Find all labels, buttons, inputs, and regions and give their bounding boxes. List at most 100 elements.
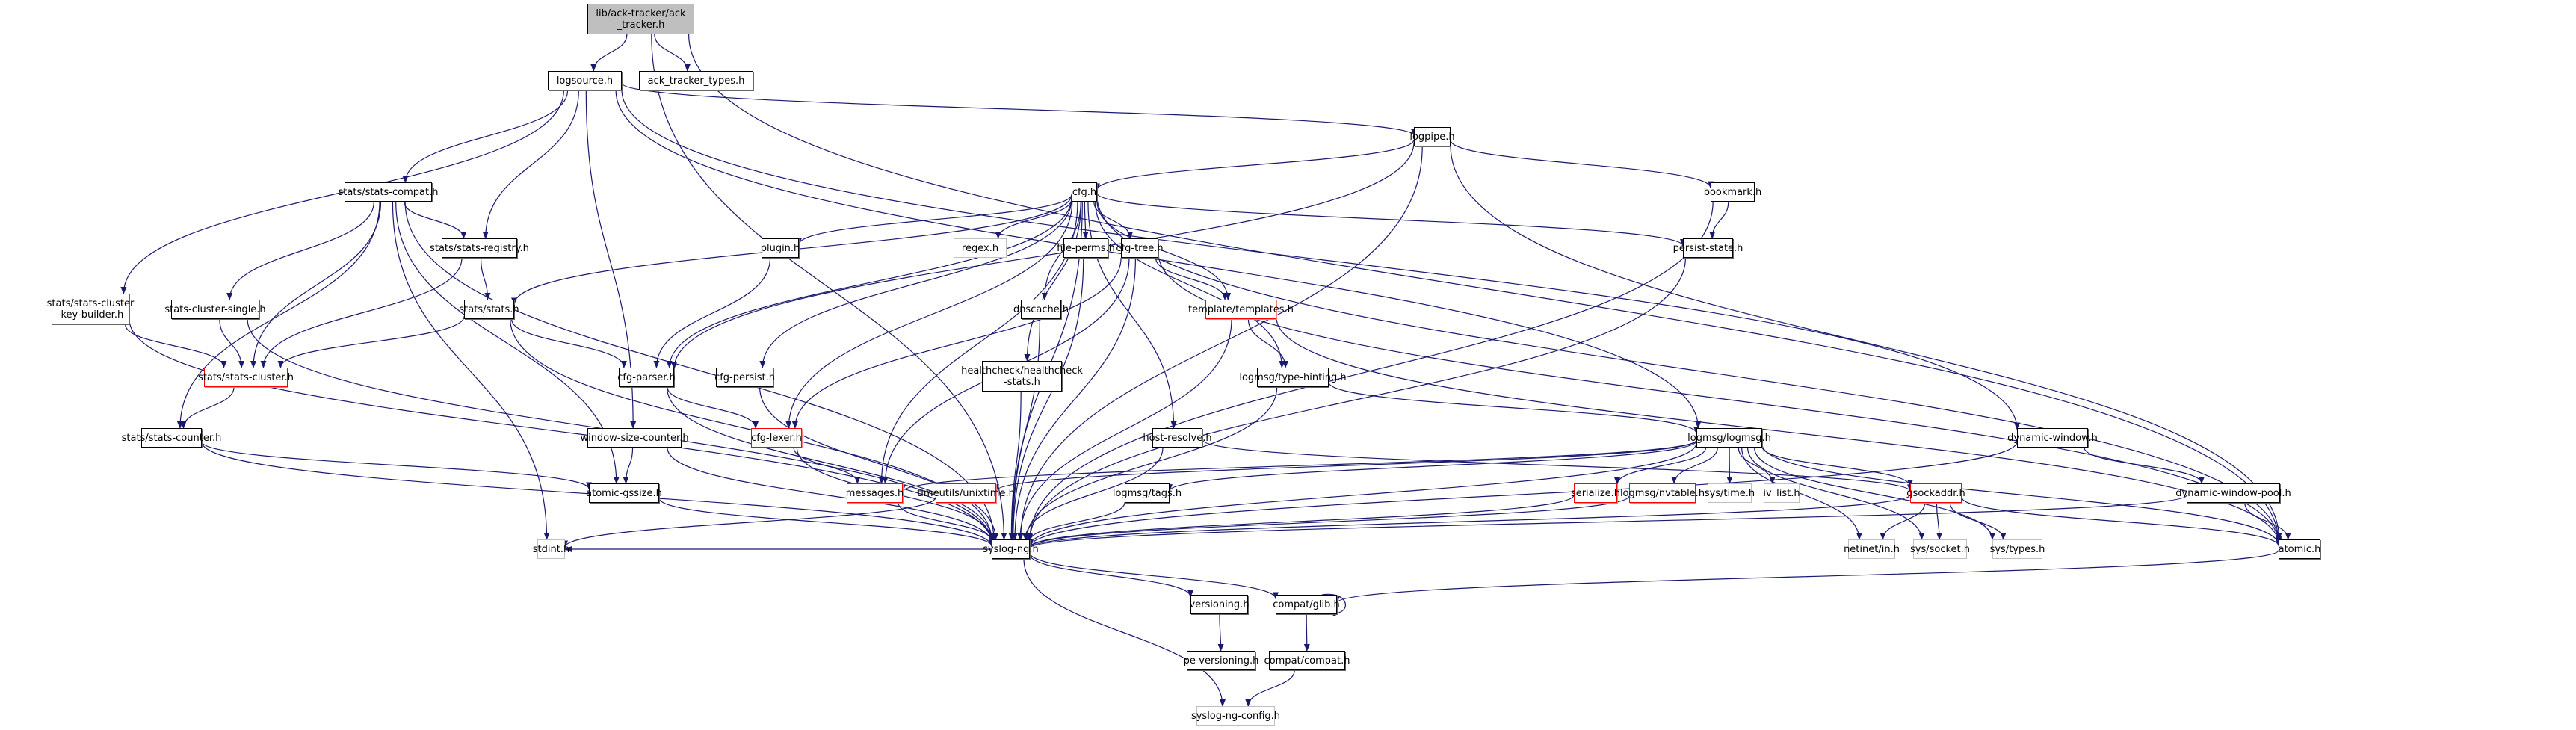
- node-regex: regex.h: [954, 238, 1007, 258]
- node-cfg-tree[interactable]: cfg-tree.h: [1116, 238, 1164, 258]
- node-config: syslog-ng-config.h: [1191, 706, 1280, 726]
- edge-stats-registry-to-stats-cluster: [260, 257, 463, 368]
- node-unixtime[interactable]: timeutils/unixtime.h: [917, 483, 1015, 503]
- edge-ack-tracker-to-ack-tracker-types: [654, 34, 691, 72]
- edge-cfg-to-dnscache: [1041, 201, 1081, 300]
- node-cluster-single[interactable]: stats-cluster-single.h: [164, 300, 266, 319]
- edge-compat-compat-to-config: [1245, 669, 1295, 707]
- edge-cfg-persist-to-syslog-ng: [759, 386, 999, 540]
- edge-host-resolve-to-gsockaddr: [1202, 439, 1913, 492]
- node-compat-compat[interactable]: compat/compat.h: [1264, 651, 1350, 670]
- edge-key-builder-to-stats-cluster: [125, 324, 227, 368]
- node-plugin[interactable]: plugin.h: [761, 238, 800, 258]
- node-cfg-parser[interactable]: cfg-parser.h: [617, 368, 676, 387]
- node-window-size[interactable]: window-size-counter.h: [580, 428, 689, 448]
- edge-cfg-parser-to-syslog-ng: [666, 386, 995, 541]
- node-cfg-lexer[interactable]: cfg-lexer.h: [751, 428, 802, 448]
- node-dynamic-window[interactable]: dynamic-window.h: [2007, 428, 2098, 448]
- node-stats-registry[interactable]: stats/stats-registry.h: [430, 238, 529, 258]
- node-dw-pool[interactable]: dynamic-window-pool.h: [2175, 483, 2291, 503]
- edge-logmsg-to-tags: [1167, 440, 1697, 492]
- node-iv-list: iv_list.h: [1763, 483, 1800, 503]
- edge-stats-counter-to-atomic-gssize: [201, 441, 592, 490]
- node-bookmark[interactable]: bookmark.h: [1704, 182, 1761, 202]
- edge-stats-cluster-to-stats-counter: [180, 386, 235, 429]
- edge-cfg-to-atomic: [1096, 195, 2282, 544]
- node-atomic-gssize[interactable]: atomic-gssize.h: [586, 483, 662, 503]
- edge-healthcheck-to-syslog-ng: [1008, 391, 1022, 540]
- edge-cfg-to-healthcheck: [1024, 201, 1082, 362]
- node-nvtable[interactable]: logmsg/nvtable.h: [1620, 483, 1705, 503]
- edge-dynamic-window-to-syslog-ng: [1027, 442, 2018, 548]
- node-templates[interactable]: template/templates.h: [1188, 300, 1294, 319]
- edge-logpipe-to-syslog-ng: [1017, 146, 1423, 540]
- edge-window-size-to-atomic-gssize: [623, 447, 634, 484]
- edge-bookmark-to-persist-state: [1709, 201, 1729, 239]
- edge-stats-registry-to-stats-stats: [480, 257, 491, 300]
- edge-logsource-to-logmsg: [615, 90, 1702, 429]
- node-host-resolve[interactable]: host-resolve.h: [1143, 428, 1212, 448]
- node-compat-glib[interactable]: compat/glib.h: [1273, 595, 1340, 614]
- edge-ack-tracker-to-logsource: [590, 34, 628, 72]
- node-logpipe[interactable]: logpipe.h: [1409, 127, 1455, 146]
- edge-tags-to-syslog-ng: [1027, 502, 1125, 542]
- edge-logmsg-to-sys-types: [1754, 447, 1995, 541]
- edge-stats-compat-to-stats-counter: [176, 201, 380, 429]
- edge-dnscache-to-syslog-ng: [1009, 318, 1040, 540]
- edge-dw-pool-to-atomic: [2244, 502, 2291, 540]
- edge-persist-state-to-syslog-ng: [1027, 257, 1686, 542]
- node-ack-tracker-types[interactable]: ack_tracker_types.h: [639, 71, 753, 90]
- node-stats-stats[interactable]: stats/stats.h: [459, 300, 519, 319]
- node-tags[interactable]: logmsg/tags.h: [1113, 483, 1182, 503]
- node-messages[interactable]: messages.h: [846, 483, 904, 503]
- node-pe-versioning[interactable]: pe-versioning.h: [1184, 651, 1258, 670]
- edge-cfg-to-regex: [995, 199, 1072, 239]
- edge-nvtable-to-syslog-ng: [1027, 495, 1630, 548]
- edge-bookmark-to-syslog-ng: [1027, 201, 1714, 541]
- node-file-perms[interactable]: file-perms.h: [1057, 238, 1115, 258]
- edge-stats-compat-to-stats-registry: [404, 201, 467, 239]
- node-logmsg[interactable]: logmsg/logmsg.h: [1687, 428, 1771, 448]
- edge-logmsg-to-iv-list: [1738, 447, 1776, 484]
- edge-cfg-to-cfg-lexer: [785, 201, 1073, 429]
- node-cfg[interactable]: cfg.h: [1072, 182, 1097, 202]
- edge-cfg-to-cfg-tree: [1093, 201, 1134, 239]
- edge-logmsg-to-netinet: [1741, 447, 1862, 540]
- node-stdint: stdint.h: [533, 539, 569, 559]
- edge-logpipe-to-cfg: [1094, 139, 1415, 191]
- edge-logsource-to-dynamic-window: [621, 90, 2020, 430]
- edge-ack-tracker-to-syslog-ng: [651, 34, 1007, 540]
- edge-gsockaddr-to-atomic: [1961, 497, 2282, 547]
- node-stats-cluster[interactable]: stats/stats-cluster.h: [198, 368, 294, 387]
- edge-gsockaddr-to-syslog-ng: [1027, 494, 1911, 549]
- node-persist-state[interactable]: persist-state.h: [1673, 238, 1743, 258]
- node-dnscache[interactable]: dnscache.h: [1013, 300, 1069, 319]
- edge-ack-tracker-to-atomic: [688, 34, 2282, 544]
- node-stats-counter[interactable]: stats/stats-counter.h: [122, 428, 221, 448]
- edge-stats-stats-to-stats-cluster: [277, 316, 465, 368]
- node-sys-socket: sys/socket.h: [1910, 539, 1970, 559]
- edge-cfg-to-type-hinting: [1095, 201, 1285, 368]
- node-serialize[interactable]: serialize.h: [1571, 483, 1620, 503]
- node-type-hinting[interactable]: logmsg/type-hinting.h: [1239, 368, 1347, 387]
- edge-cfg-tree-to-syslog-ng: [1012, 257, 1137, 540]
- edge-logsource-to-stats-compat: [402, 90, 569, 183]
- node-ack-tracker: lib/ack-tracker/ack _tracker.h: [587, 4, 694, 34]
- node-cfg-persist[interactable]: cfg-persist.h: [714, 368, 775, 387]
- edge-logpipe-to-cfg-parser: [671, 142, 1415, 370]
- node-atomic[interactable]: atomic.h: [2279, 539, 2320, 559]
- edge-templates-to-type-hinting: [1247, 318, 1289, 368]
- edge-dynamic-window-to-dw-pool: [2084, 447, 2205, 484]
- edge-cfg-to-file-perms: [1082, 201, 1089, 239]
- node-syslog-ng[interactable]: syslog-ng.h: [983, 539, 1039, 559]
- node-sys-types: sys/types.h: [1990, 539, 2045, 559]
- node-key-builder[interactable]: stats/stats-cluster -key-builder.h: [47, 294, 134, 324]
- node-gsockaddr[interactable]: gsockaddr.h: [1906, 483, 1965, 503]
- node-logsource[interactable]: logsource.h: [548, 71, 622, 90]
- node-stats-compat[interactable]: stats/stats-compat.h: [339, 182, 438, 202]
- edge-stats-compat-to-cluster-single: [226, 201, 374, 300]
- node-versioning[interactable]: versioning.h: [1189, 595, 1250, 614]
- node-healthcheck[interactable]: healthcheck/healthcheck -stats.h: [961, 361, 1083, 392]
- node-sys-time: sys/time.h: [1705, 483, 1755, 503]
- edge-serialize-to-syslog-ng: [1027, 495, 1575, 548]
